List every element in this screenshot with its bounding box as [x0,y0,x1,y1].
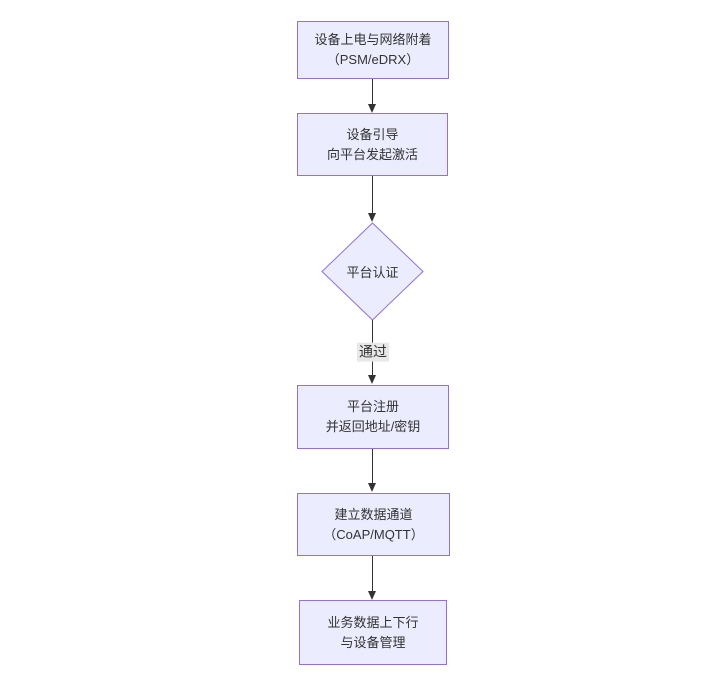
node-text-line: 业务数据上下行 [327,614,419,630]
arrowhead-icon [368,483,376,492]
node-text-line: 并返回地址/密钥 [325,419,421,434]
arrowhead-icon [368,213,376,222]
node-text-line: 设备引导 [346,126,399,142]
node-text-line: 平台认证 [346,265,399,280]
arrowhead-icon [368,104,376,113]
flow-node-power-network-attach: 设备上电与网络附着 （PSM/eDRX） [297,21,449,79]
node-text-line: 与设备管理 [340,634,406,650]
flow-node-platform-auth-decision: 平台认证 [320,221,425,322]
node-text-line: （PSM/eDRX） [326,52,420,67]
arrowhead-icon [368,591,376,600]
edge-line-a-b [372,79,373,105]
flow-node-business-data-mgmt: 业务数据上下行 与设备管理 [299,600,447,665]
flow-node-platform-register: 平台注册 并返回地址/密钥 [297,385,449,449]
arrowhead-icon [368,375,376,384]
edge-line-e-f [372,556,373,592]
node-text-line: 平台注册 [346,399,399,414]
node-text-line: 向平台发起激活 [326,146,418,162]
edge-label-pass: 通过 [357,342,389,362]
node-text-line: 设备上电与网络附着 [314,32,432,47]
flow-node-device-bootstrap: 设备引导 向平台发起激活 [297,113,448,176]
edge-line-d-e [372,449,373,484]
node-text-line: （CoAP/MQTT） [323,526,424,542]
node-text-line: 建立数据通道 [334,506,413,522]
flow-node-data-channel: 建立数据通道 （CoAP/MQTT） [297,493,450,556]
edge-line-b-c [372,176,373,214]
